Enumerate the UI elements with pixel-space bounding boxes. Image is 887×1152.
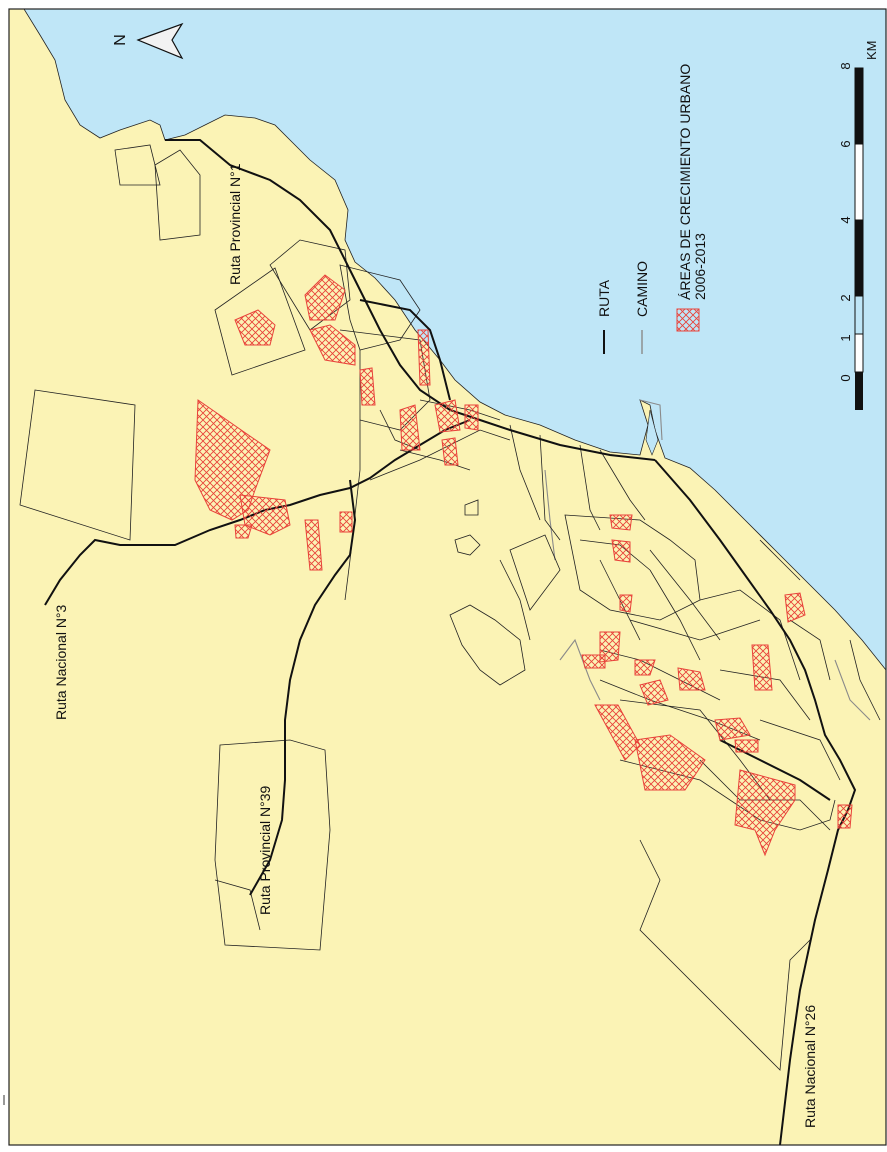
growth-area [677,667,706,691]
legend-camino-label: CAMINO [634,261,650,317]
north-arrow-icon [136,22,184,60]
growth-area [417,329,431,386]
growth-area [784,592,806,623]
scale-tick-4: 4 [838,216,853,223]
ruta-provincial-39-line [249,479,357,896]
label-ruta-provincial-1: Ruta Provincial N°1 [227,163,243,285]
growth-area [234,524,253,539]
growth-area [339,511,353,533]
growth-area [441,437,459,466]
growth-area [619,594,633,613]
growth-area [611,539,631,563]
growth-area [714,717,751,741]
growth-area [639,679,669,706]
legend-growth-years: 2006-2013 [692,233,708,300]
camino-network [544,399,871,721]
scale-tick-8: 8 [838,62,853,69]
north-arrow: N [112,22,184,60]
growth-areas [194,274,853,857]
ruta-provincial-1-line [165,139,656,461]
scale-tick-2: 2 [838,294,853,301]
growth-area [751,644,773,691]
growth-area [234,309,276,346]
sea-area [23,9,886,671]
growth-area [837,804,853,829]
legend-ruta-label: RUTA [596,279,612,317]
islet [645,409,659,456]
growth-area [194,399,271,521]
growth-area [309,324,356,366]
growth-area [399,404,421,451]
map-frame [8,8,887,1146]
scale-unit: KM [864,41,879,61]
label-ruta-provincial-39: Ruta Provincial N°39 [257,785,273,915]
growth-area [434,399,461,433]
north-label: N [112,34,129,46]
growth-area [464,404,479,431]
scale-tick-6: 6 [838,140,853,147]
growth-area [581,654,606,669]
ruta-nacional-26-line [654,459,857,1145]
growth-area [359,367,376,406]
scale-tick-0: 0 [838,374,853,381]
growth-area [609,514,633,531]
label-ruta-nacional-3: Ruta Nacional N°3 [53,604,69,720]
growth-area [304,519,323,571]
growth-area [599,631,621,663]
scale-tick-1: 1 [838,334,853,341]
legend-growth-title: ÁREAS DE CRECIMIENTO URBANO [677,64,693,300]
street-network [19,144,881,1071]
growth-area [634,734,706,791]
growth-area [734,739,759,753]
growth-area [304,274,346,321]
label-ruta-nacional-26: Ruta Nacional N°26 [802,1005,818,1128]
growth-area [734,769,796,857]
scale-bar: 0 1 2 4 6 8 KM [838,41,879,410]
growth-area [634,659,656,676]
legend: RUTA CAMINO ÁREAS DE CRECIMIENTO URBANO … [596,64,708,354]
legend-growth-swatch [676,308,700,332]
